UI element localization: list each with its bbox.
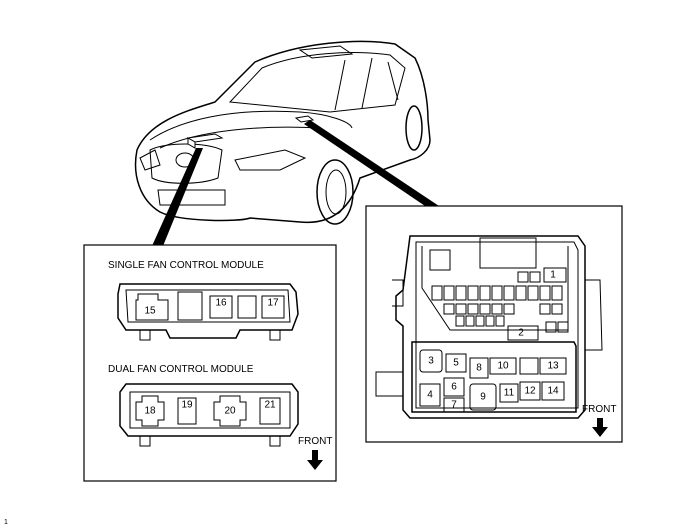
fuse-14: 14 [547,386,559,397]
fuse-8: 8 [476,363,482,374]
fuse-7: 7 [451,400,457,411]
fuse-11: 11 [504,388,515,399]
left-front-label: FRONT [298,436,332,447]
fuse-4: 4 [427,390,433,401]
fuse-9: 9 [480,392,486,403]
terminal-16: 16 [215,298,227,309]
fuse-12: 12 [524,386,536,397]
terminal-17: 17 [267,298,279,309]
left-front-arrow-icon [307,450,323,470]
right-front-arrow-icon [592,418,608,437]
dual-fan-connector [119,383,299,447]
terminal-19: 19 [181,400,193,411]
car-illustration [134,40,431,225]
terminal-20: 20 [224,406,236,417]
terminal-21: 21 [264,400,276,411]
fuse-6: 6 [451,382,457,393]
right-front-label: FRONT [582,404,616,415]
fuse-block [375,235,603,419]
terminal-15: 15 [144,306,156,317]
single-fan-connector [117,283,299,341]
fuse-10: 10 [497,361,509,372]
footer-mark: 1 [4,519,8,526]
fuse-1: 1 [550,270,556,281]
fuse-5: 5 [453,358,459,369]
left-pointer [152,148,203,246]
fuse-13: 13 [547,361,559,372]
single-fan-title: SINGLE FAN CONTROL MODULE [108,260,264,271]
terminal-18: 18 [144,406,156,417]
fuse-3: 3 [428,356,434,367]
dual-fan-title: DUAL FAN CONTROL MODULE [108,364,254,375]
right-pointer [304,120,442,208]
fuse-2: 2 [518,328,524,339]
